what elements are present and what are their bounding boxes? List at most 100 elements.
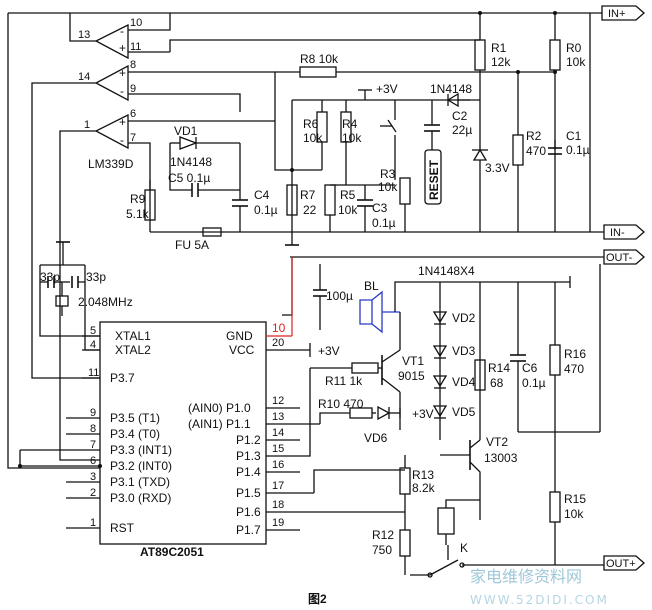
reset-switch	[380, 100, 397, 180]
svg-text:1N4148: 1N4148	[430, 82, 472, 96]
svg-text:P3.0 (RXD): P3.0 (RXD)	[110, 491, 171, 505]
svg-text:R10 470: R10 470	[318, 397, 364, 411]
led-vd6: VD6	[364, 405, 400, 445]
svg-text:R14: R14	[488, 361, 510, 375]
svg-text:12: 12	[272, 395, 284, 407]
resistor-r0: R0 10k	[549, 13, 586, 232]
diode-1n4148-top: 1N4148	[430, 82, 480, 108]
svg-text:R4: R4	[342, 117, 358, 131]
svg-text:68: 68	[490, 376, 504, 390]
svg-text:8.2k: 8.2k	[412, 481, 436, 495]
resistor-r16: R16 470	[549, 282, 586, 432]
svg-text:20: 20	[272, 337, 284, 349]
svg-text:VD6: VD6	[364, 431, 388, 445]
svg-text:R6: R6	[303, 117, 319, 131]
svg-text:-: -	[120, 84, 124, 98]
resistor-r7: R7 22	[274, 107, 317, 217]
svg-text:P1.4: P1.4	[236, 465, 261, 479]
mcu-right-pins: GND 10 VCC 20 (AIN0) P1.0 12 (AIN1) P1.1…	[188, 321, 314, 537]
resistor-r10: R10 470	[318, 397, 376, 424]
svg-text:R11 1k: R11 1k	[325, 374, 363, 388]
svg-text:10: 10	[272, 321, 286, 335]
svg-text:13: 13	[272, 411, 284, 423]
svg-text:C6: C6	[522, 361, 538, 375]
svg-text:P1.3: P1.3	[236, 449, 261, 463]
svg-text:XTAL2: XTAL2	[115, 343, 151, 357]
svg-text:+: +	[119, 66, 126, 80]
svg-text:10: 10	[130, 17, 142, 29]
svg-text:470: 470	[526, 144, 546, 158]
svg-text:(AIN1) P1.1: (AIN1) P1.1	[188, 417, 251, 431]
svg-text:VCC: VCC	[229, 343, 255, 357]
terminal-in-minus-label: IN-	[610, 227, 625, 239]
svg-text:18: 18	[272, 499, 284, 511]
svg-text:9: 9	[90, 407, 96, 419]
terminal-out-plus-label: OUT+	[606, 558, 636, 570]
svg-text:0.1µ: 0.1µ	[522, 376, 546, 390]
svg-text:R13: R13	[412, 468, 434, 482]
svg-text:+: +	[119, 115, 126, 129]
svg-text:10k: 10k	[378, 180, 398, 194]
watermark-cn: 家电维修资料网	[470, 567, 582, 586]
svg-text:8: 8	[90, 423, 96, 435]
svg-text:100µ: 100µ	[326, 289, 353, 303]
svg-text:VD5: VD5	[452, 405, 476, 419]
svg-text:VT2: VT2	[486, 435, 508, 449]
svg-text:FU 5A: FU 5A	[175, 238, 209, 252]
svg-text:R0: R0	[566, 41, 582, 55]
svg-text:1: 1	[90, 517, 96, 529]
svg-text:VD1: VD1	[174, 124, 198, 138]
svg-text:13003: 13003	[484, 451, 518, 465]
svg-text:+3V: +3V	[318, 344, 340, 358]
svg-text:(AIN0) P1.0: (AIN0) P1.0	[188, 401, 251, 415]
lm339-label: LM339D	[88, 157, 134, 171]
mcu-name: AT89C2051	[140, 545, 204, 559]
svg-text:5.1k: 5.1k	[126, 207, 150, 221]
svg-text:R7: R7	[300, 188, 316, 202]
terminal-out-plus: OUT+	[603, 555, 645, 571]
capacitor-100u: 100µ	[291, 257, 353, 336]
svg-text:14: 14	[78, 71, 90, 83]
svg-text:C1: C1	[566, 129, 582, 143]
resistor-r2: R2 470	[512, 72, 546, 232]
comparator-13: - + 10 11 13	[69, 13, 171, 60]
svg-text:1: 1	[84, 119, 90, 131]
svg-text:C4: C4	[254, 188, 270, 202]
svg-text:P1.5: P1.5	[236, 486, 261, 500]
svg-text:R12: R12	[372, 528, 394, 542]
svg-text:1N4148: 1N4148	[170, 155, 212, 169]
capacitor-c6: C6 0.1µ	[510, 282, 546, 432]
svg-text:10k: 10k	[566, 55, 586, 69]
svg-text:10k: 10k	[303, 131, 323, 145]
fuse-fu5a: FU 5A	[175, 227, 222, 252]
watermark-url: WWW.52DIDI.COM	[470, 593, 609, 607]
svg-text:19: 19	[272, 517, 284, 529]
terminal-in-plus: IN+	[601, 5, 645, 21]
resistor-r13: R13 8.2k	[399, 455, 436, 530]
svg-text:R16: R16	[564, 347, 586, 361]
svg-text:33p: 33p	[40, 270, 60, 284]
svg-text:R9: R9	[130, 192, 146, 206]
svg-text:17: 17	[272, 480, 284, 492]
svg-text:11: 11	[130, 41, 141, 53]
svg-text:10k: 10k	[338, 203, 358, 217]
svg-text:-: -	[120, 24, 124, 38]
svg-text:P1.7: P1.7	[236, 523, 261, 537]
svg-text:8: 8	[130, 59, 136, 71]
speaker-bl: BL	[359, 279, 420, 334]
svg-text:9015: 9015	[398, 369, 425, 383]
capacitor-c3: C3 0.1µ	[357, 185, 396, 232]
relay-k: K	[410, 499, 604, 578]
svg-text:C3: C3	[372, 201, 388, 215]
svg-text:K: K	[460, 541, 468, 555]
svg-text:3.3V: 3.3V	[485, 161, 510, 175]
svg-text:13: 13	[78, 29, 90, 41]
resistor-r5: R5 10k	[324, 184, 358, 232]
svg-text:6: 6	[90, 455, 96, 467]
svg-text:P3.4 (T0): P3.4 (T0)	[110, 427, 160, 441]
svg-text:11: 11	[88, 367, 99, 379]
resistor-r11: R11 1k	[310, 362, 382, 388]
svg-text:9: 9	[130, 83, 136, 95]
